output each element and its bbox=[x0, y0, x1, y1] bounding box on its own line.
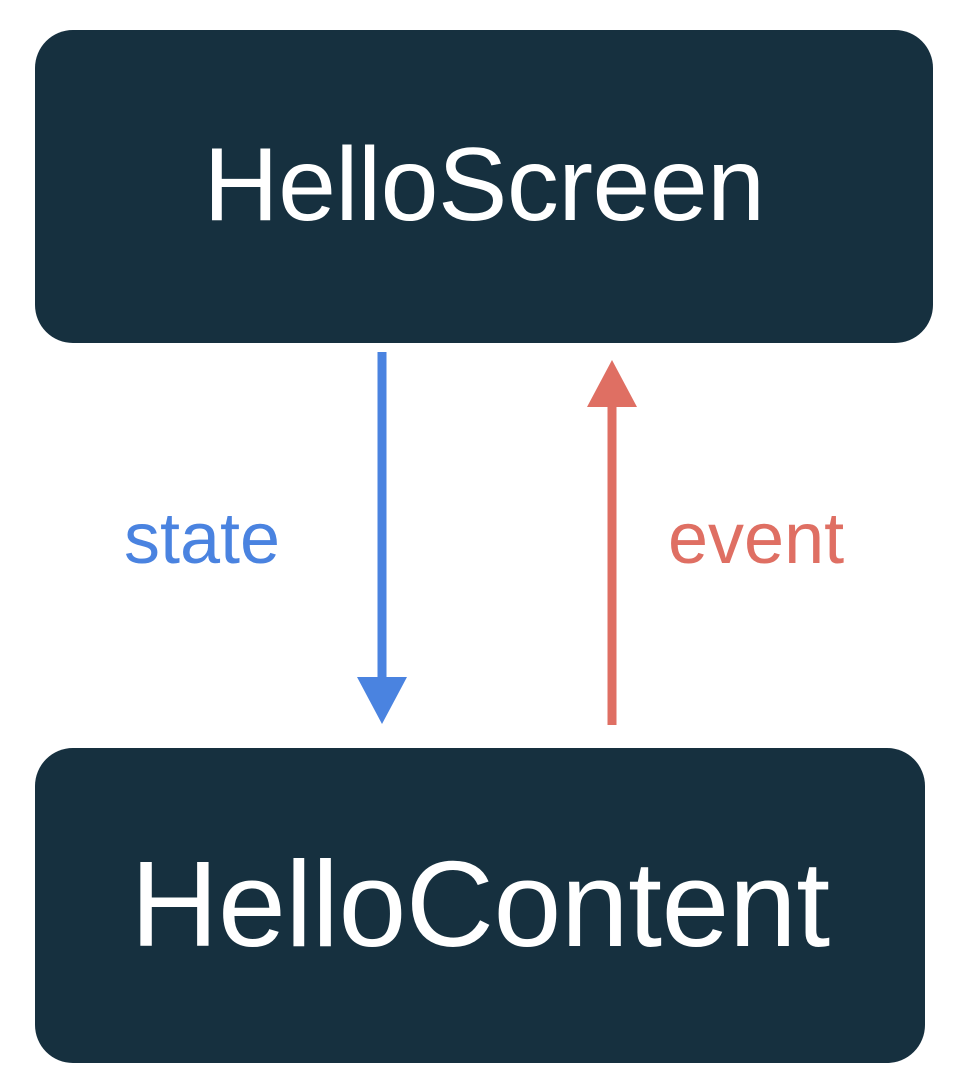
node-hello-content[interactable]: HelloContent bbox=[35, 748, 925, 1063]
event-arrow-up-icon bbox=[587, 360, 637, 725]
node-hello-screen-label: HelloScreen bbox=[203, 126, 765, 243]
edge-label-event: event bbox=[668, 499, 845, 579]
edge-label-state: state bbox=[124, 499, 281, 579]
node-hello-screen[interactable]: HelloScreen bbox=[35, 30, 933, 343]
state-arrow-down-icon bbox=[357, 352, 407, 724]
node-hello-content-label: HelloContent bbox=[130, 835, 830, 972]
